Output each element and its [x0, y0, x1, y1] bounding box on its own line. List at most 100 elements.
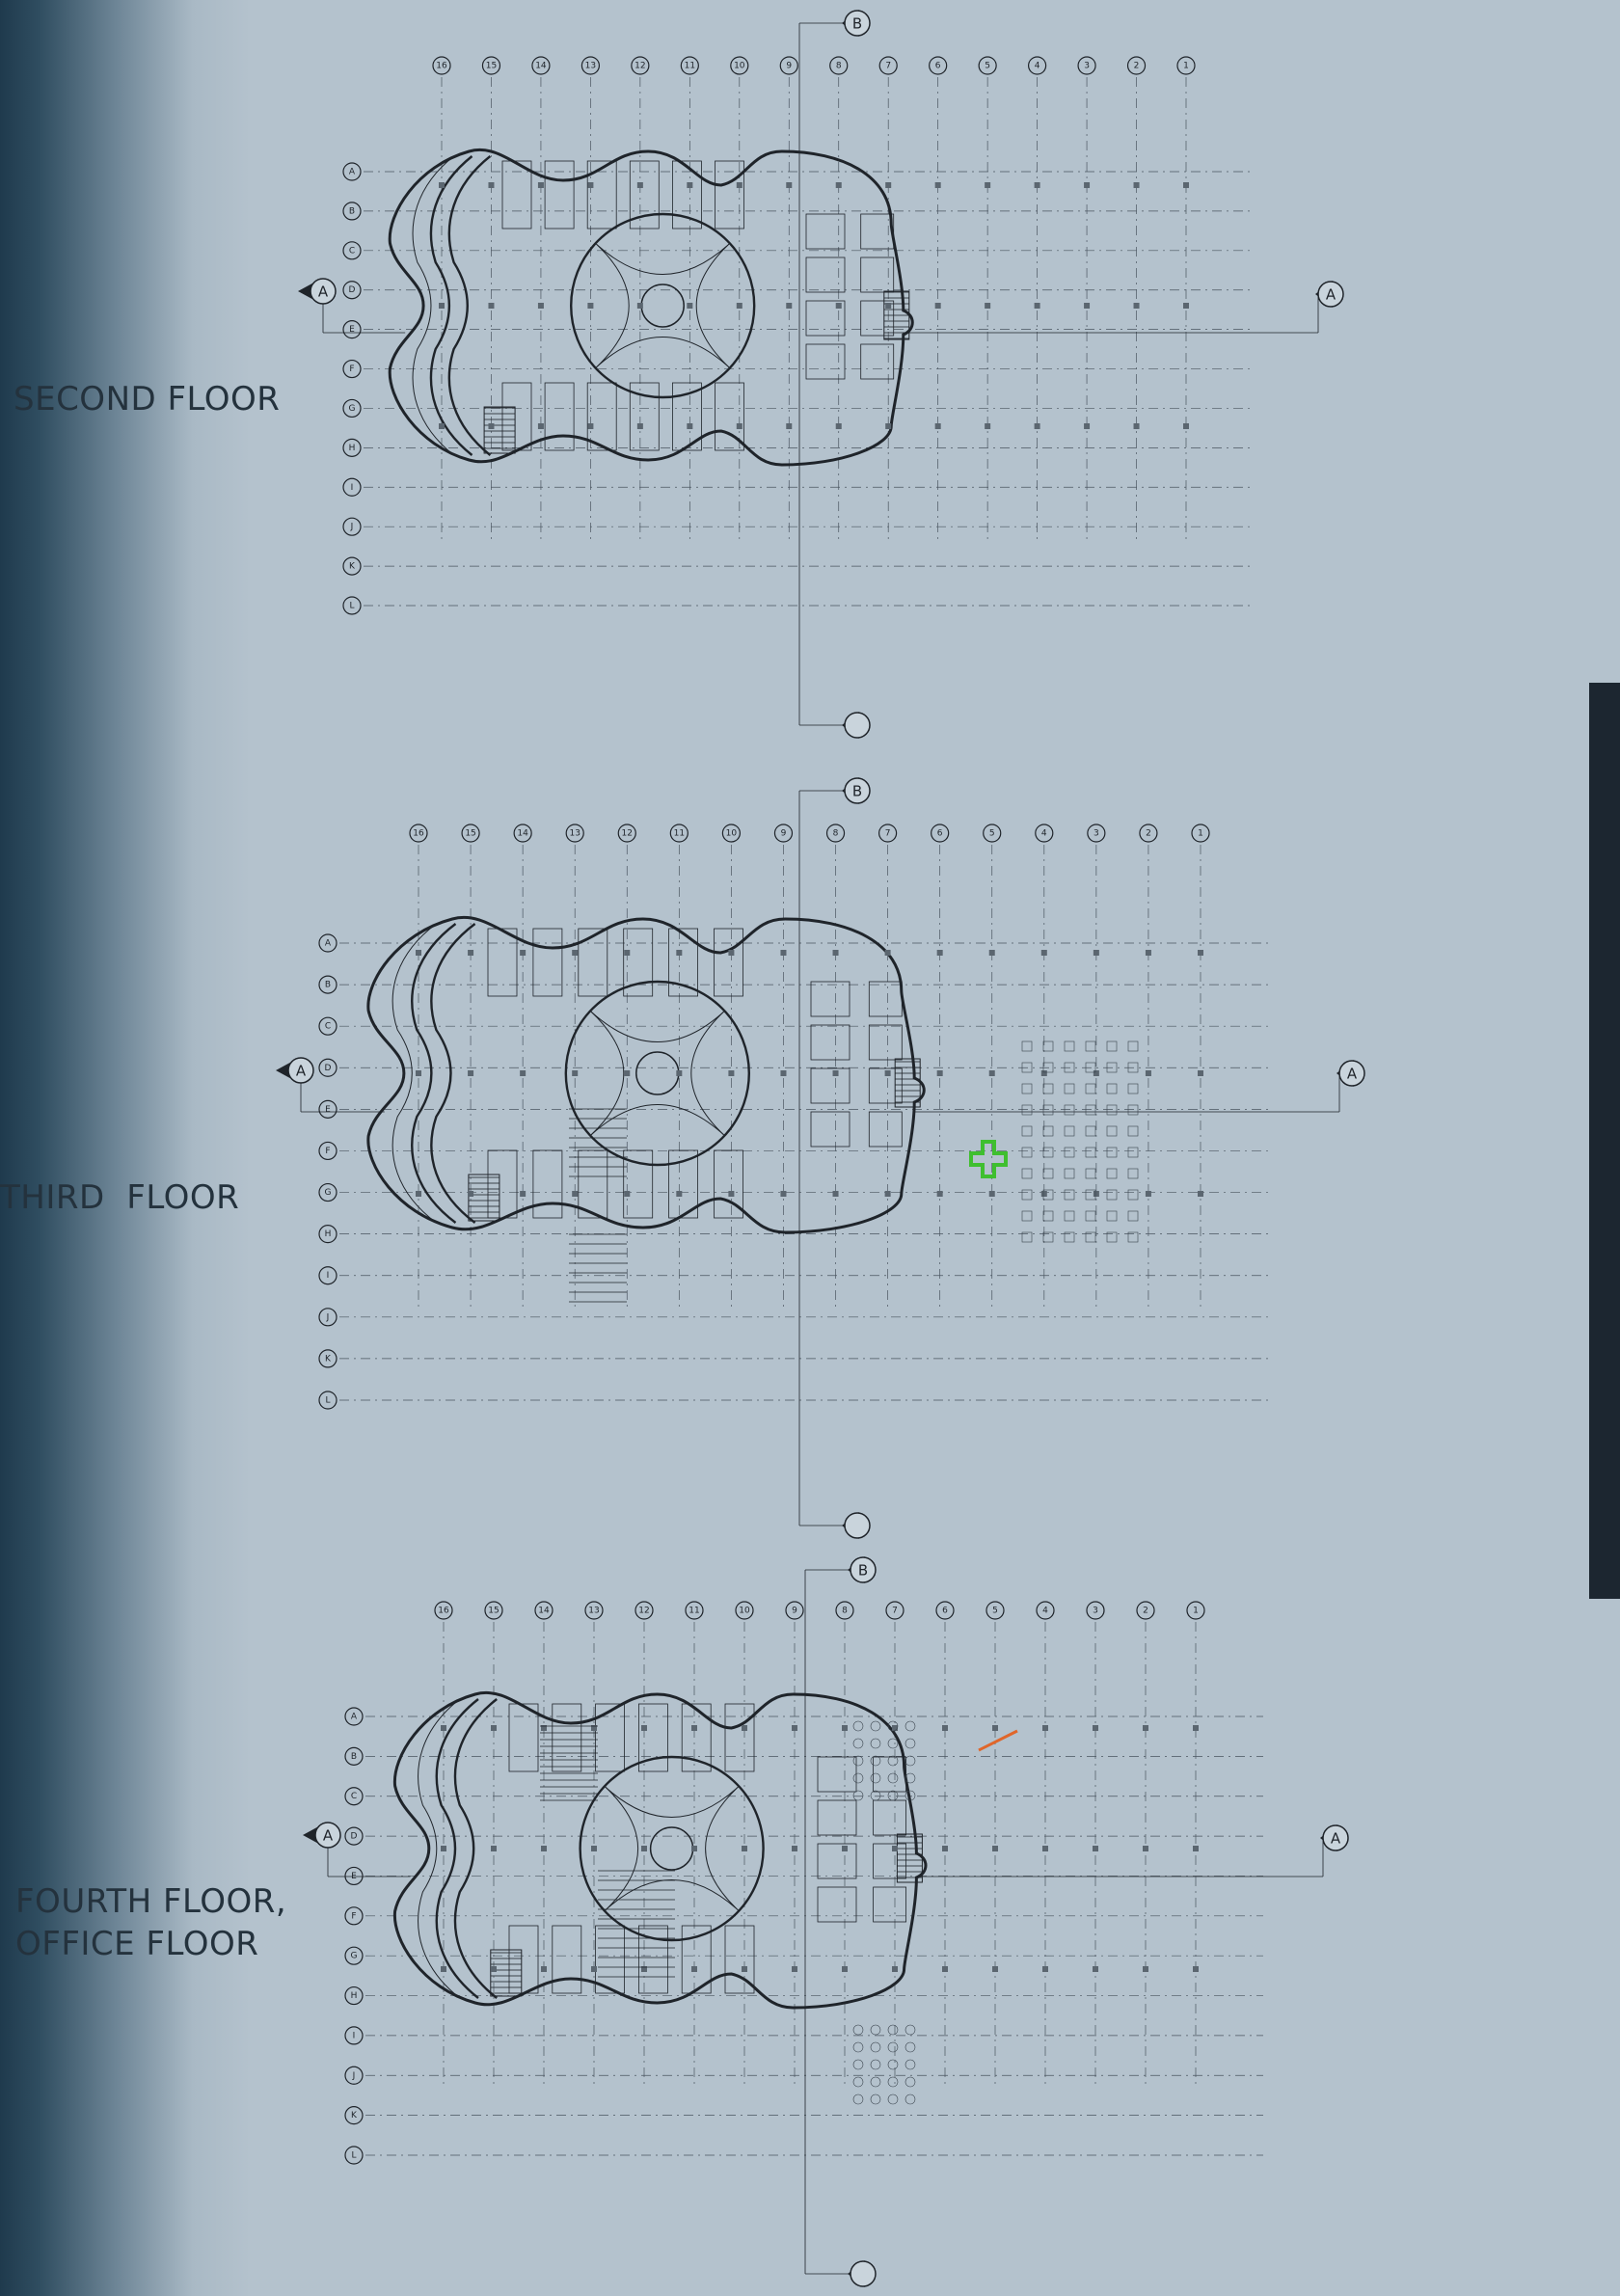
structural-column: [624, 950, 631, 956]
dining-table: [1127, 1083, 1139, 1094]
room-partition: [501, 160, 532, 230]
grid-col-bubble-circle: [1126, 56, 1147, 75]
cafe-table: [904, 1790, 916, 1801]
section-b-bottom-marker: [842, 712, 871, 739]
structural-column: [885, 423, 892, 429]
dining-table: [1106, 1104, 1118, 1116]
dining-table: [1106, 1231, 1118, 1243]
dining-table: [1021, 1189, 1033, 1201]
dining-table: [1127, 1168, 1139, 1179]
grid-col-bubble: 7: [892, 1607, 898, 1616]
structural-column: [488, 423, 495, 429]
structural-column: [591, 1846, 597, 1851]
cafe-table: [870, 1720, 881, 1732]
dining-table: [1106, 1168, 1118, 1179]
dining-table: [1021, 1104, 1033, 1116]
structural-column: [572, 1191, 579, 1197]
structural-column: [591, 1725, 597, 1731]
dining-table: [1021, 1210, 1033, 1222]
office-cell: [805, 213, 846, 250]
dining-table: [1064, 1083, 1075, 1094]
dining-table: [1085, 1104, 1096, 1116]
atrium-circle: [564, 980, 750, 1167]
cafe-table: [852, 2041, 864, 2053]
cafe-table: [887, 1738, 899, 1749]
structural-column: [520, 950, 526, 956]
grid-row-bubble: G: [351, 1952, 358, 1961]
structural-column: [687, 303, 693, 309]
grid-row-bubble: H: [349, 444, 356, 453]
grid-row-bubble: I: [353, 2031, 356, 2040]
structural-column: [942, 1966, 948, 1972]
grid-row-bubble: D: [349, 285, 356, 295]
grid-row-bubble: E: [325, 1105, 331, 1115]
cafe-table: [852, 1720, 864, 1732]
structural-column: [842, 1966, 848, 1972]
section-b-top-marker-label: B: [858, 1562, 868, 1580]
structural-column: [1143, 1846, 1148, 1851]
structural-column: [491, 1846, 497, 1851]
dining-table: [1085, 1125, 1096, 1137]
section-a-marker-label: A: [1326, 286, 1336, 304]
structural-column: [842, 1725, 848, 1731]
office-cell: [817, 1843, 857, 1879]
grid-row-bubble-circle: [342, 477, 362, 497]
section-b-bottom-marker-circle: [844, 712, 871, 739]
section-a-left-marker: A: [303, 1822, 341, 1849]
grid-row-bubble-circle: [344, 1866, 364, 1886]
office-cell: [810, 1024, 850, 1061]
structural-column: [835, 182, 842, 188]
structural-column: [520, 1191, 526, 1197]
structural-column: [537, 423, 544, 429]
grid-row-bubble: K: [351, 2111, 358, 2120]
structural-column: [728, 950, 735, 956]
structural-column: [441, 1725, 446, 1731]
grid-col-bubble: 4: [1042, 1607, 1048, 1616]
structural-column: [537, 303, 544, 309]
grid-col-bubble-circle: [534, 1601, 554, 1620]
structural-column: [1183, 303, 1189, 309]
grid-row-bubble-circle: [344, 1946, 364, 1965]
grid-col-bubble: 3: [1093, 1607, 1098, 1616]
dining-table: [1106, 1125, 1118, 1137]
section-a-marker-label: A: [1347, 1066, 1358, 1083]
grid-col-bubble: 8: [842, 1607, 848, 1616]
grid-col-bubble: 16: [436, 62, 447, 71]
cafe-table: [904, 1738, 916, 1749]
grid-col-bubble: 9: [786, 62, 792, 71]
section-b-bottom-marker-circle: [850, 2260, 877, 2287]
grid-row-bubble: G: [349, 404, 356, 414]
grid-row-bubble: D: [351, 1832, 358, 1842]
section-a-left-marker-label: A: [318, 284, 329, 301]
dining-table: [1106, 1083, 1118, 1094]
structural-column: [792, 1725, 797, 1731]
grid-row-bubble-circle: [318, 1182, 338, 1202]
grid-row-bubble: B: [351, 1752, 357, 1762]
section-a-left-marker-label: A: [296, 1063, 307, 1080]
dining-table: [1085, 1062, 1096, 1073]
facade-wave: [411, 923, 457, 1224]
structural-column: [936, 950, 943, 956]
grid-row-bubble: G: [325, 1188, 332, 1198]
structural-column: [687, 423, 693, 429]
cafe-table: [887, 1720, 899, 1732]
grid-col-bubble: 11: [688, 1607, 699, 1616]
orange-line-icon: [978, 1729, 1018, 1752]
structural-column: [885, 182, 892, 188]
dining-table: [1127, 1231, 1139, 1243]
cafe-table: [887, 1755, 899, 1767]
atrium-circle: [570, 212, 756, 399]
cafe-table: [887, 1772, 899, 1784]
grid-row-bubble: A: [351, 1713, 358, 1722]
grid-row-bubble-circle: [318, 1308, 338, 1327]
structural-column: [416, 1070, 421, 1076]
grid-row-bubble: K: [349, 562, 356, 572]
grid-col-bubble: 1: [1193, 1607, 1199, 1616]
atrium-core: [649, 1826, 694, 1871]
grid-col-bubble-circle: [584, 1601, 604, 1620]
cafe-table: [870, 1738, 881, 1749]
room-partition: [544, 160, 575, 230]
structural-column: [636, 182, 643, 188]
structural-column: [892, 1725, 898, 1731]
structural-column: [892, 1846, 898, 1851]
